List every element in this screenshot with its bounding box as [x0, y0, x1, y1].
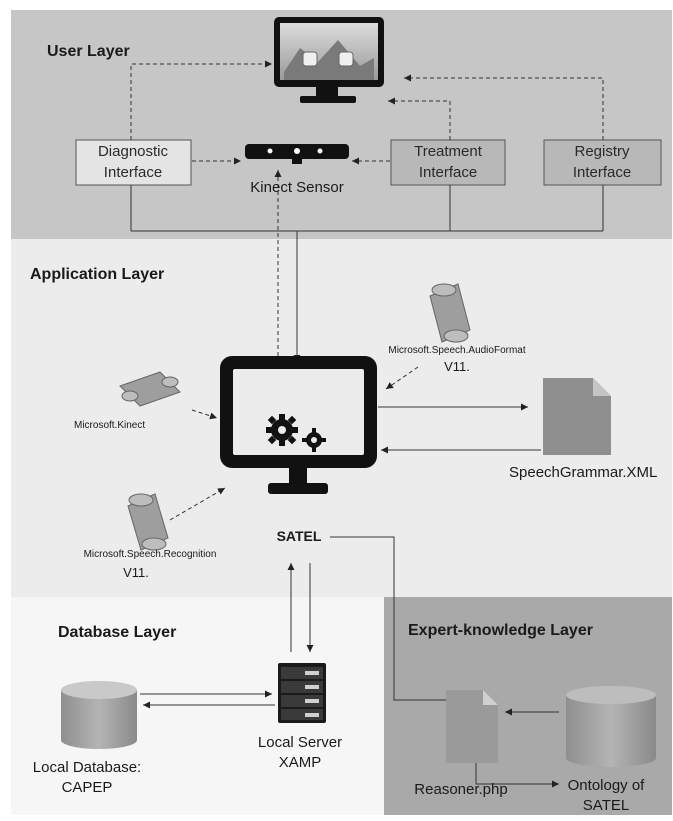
gears-icon — [266, 414, 326, 452]
scroll-icon-recognition — [127, 493, 169, 551]
registry-interface-label: Registry Interface — [572, 143, 632, 181]
kinect-sensor-label: Kinect Sensor — [250, 179, 344, 196]
lib-recognition-version: V11. — [123, 565, 149, 580]
registry-interface-box — [543, 139, 662, 186]
application-layer-title: Application Layer — [30, 266, 165, 283]
lib-audioformat-version: V11. — [444, 359, 470, 374]
satel-monitor-icon — [220, 356, 377, 494]
treatment-interface-label: Treatment Interface — [414, 143, 482, 181]
satel-label: SATEL — [276, 528, 322, 544]
kinect-sensor-icon — [245, 144, 349, 164]
reasoner-label: Reasoner.php — [414, 781, 508, 798]
diagnostic-interface-box — [75, 139, 192, 186]
ontology-label: Ontology of SATEL — [567, 777, 645, 814]
diagnostic-interface-label: Diagnostic Interface — [97, 143, 169, 181]
speech-grammar-label: SpeechGrammar.XML — [509, 464, 658, 481]
scroll-icon-kinect — [119, 371, 181, 407]
lib-kinect-label: Microsoft.Kinect — [74, 420, 146, 431]
treatment-interface-box — [390, 139, 506, 186]
server-rack-icon — [278, 663, 326, 723]
expert-layer-title: Expert-knowledge Layer — [408, 622, 593, 639]
application-layer-connectors — [169, 366, 541, 704]
ontology-cylinder-icon — [566, 686, 656, 767]
user-layer-connectors — [130, 60, 604, 370]
database-layer-connectors — [140, 690, 275, 709]
local-server-label: Local Server XAMP — [257, 734, 343, 771]
scroll-icon-audioformat — [429, 283, 471, 343]
lib-recognition-label: Microsoft.Speech.Recognition — [83, 549, 217, 560]
speech-grammar-document-icon — [543, 378, 611, 455]
display-monitor-icon — [274, 17, 384, 103]
database-layer-title: Database Layer — [58, 624, 177, 641]
local-database-label: Local Database: CAPEP — [32, 759, 142, 796]
user-layer-title: User Layer — [47, 43, 130, 60]
database-cylinder-icon — [61, 681, 137, 749]
expert-layer-connectors — [475, 708, 559, 788]
reasoner-document-icon — [446, 690, 498, 763]
lib-audioformat-label: Microsoft.Speech.AudioFormat — [388, 345, 526, 356]
